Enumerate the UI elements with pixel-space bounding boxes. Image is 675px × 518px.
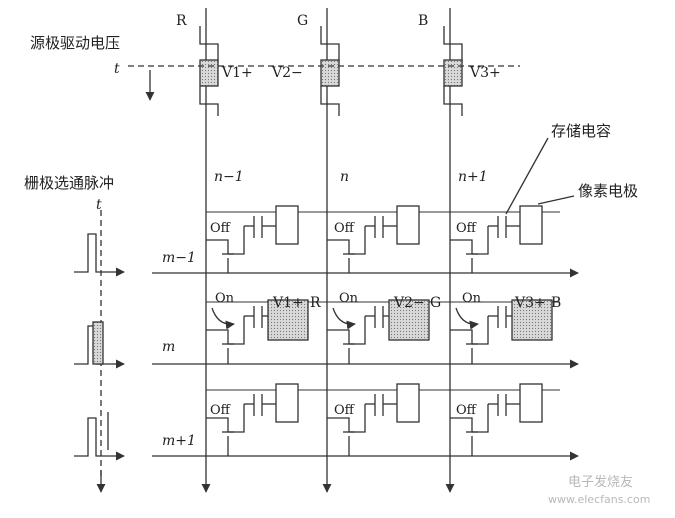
on-arrow (332, 307, 356, 330)
pixel-electrode (275, 383, 299, 423)
tft-drain-wire (472, 226, 489, 255)
state-off-label: Off (210, 403, 230, 418)
storage-capacitor-callout: 存储电容 (551, 122, 612, 140)
state-off-label: Off (334, 403, 354, 418)
state-off-label: Off (456, 403, 476, 418)
pixel-cell (206, 299, 309, 364)
row-m-label: m (162, 339, 176, 355)
pixel-cell (450, 383, 543, 456)
pixel-cell (450, 299, 553, 364)
source-waveform-1 (199, 26, 219, 63)
tft-drain-wire (228, 404, 245, 433)
pixel-cell (327, 299, 430, 364)
state-off-label: Off (210, 221, 230, 236)
state-off-label: Off (456, 221, 476, 236)
state-off-label: Off (334, 221, 354, 236)
pixel-channel-g: G (430, 295, 442, 311)
tft-source-wire (450, 417, 473, 432)
pixel-channel-r: R (310, 295, 321, 311)
channel-b-label: B (418, 13, 429, 29)
gate-pulse-3 (74, 417, 112, 457)
pixel-electrode-active (511, 299, 553, 341)
pixel-electrode (275, 205, 299, 245)
tft-drain-wire (349, 404, 366, 433)
column-n-plus-1-label: n+1 (458, 169, 488, 185)
pixel-value-v2: V2− (394, 295, 425, 311)
tft-source-wire (206, 239, 229, 254)
tft-source-wire (206, 417, 229, 432)
pixel-cell (206, 205, 299, 273)
time-label: t (114, 61, 120, 77)
on-arrow (455, 307, 479, 330)
gate-pulse-active (92, 321, 104, 365)
source-pulse-1 (199, 59, 219, 87)
source-pulse-2 (320, 59, 340, 87)
column-n-label: n (340, 169, 350, 185)
pixel-electrode (396, 205, 420, 245)
tft-source-wire (327, 417, 350, 432)
voltage-v2-label: V2− (272, 65, 303, 81)
pixel-value-v1: V1+ (273, 295, 304, 311)
row-m-minus-1-label: m−1 (162, 250, 196, 266)
tft-drain-wire (349, 316, 366, 345)
tft-source-wire (327, 329, 350, 344)
source-waveform-3 (443, 26, 463, 63)
pixel-cell (327, 383, 420, 456)
source-waveform-tail-3 (443, 86, 463, 116)
pixel-cell (327, 205, 420, 273)
voltage-v1-label: V1+ (222, 65, 253, 81)
on-arrow (211, 307, 235, 330)
state-on-label: On (339, 291, 359, 306)
tft-drain-wire (472, 316, 489, 345)
source-waveform-tail-1 (199, 86, 219, 116)
source-waveform-2 (320, 26, 340, 63)
tft-drain-wire (228, 226, 245, 255)
watermark-text: 电子发烧友 (568, 475, 634, 490)
pixel-electrode-active (388, 299, 430, 341)
tft-drain-wire (228, 316, 245, 345)
state-on-label: On (215, 291, 235, 306)
pixel-electrode-callout: 像素电极 (578, 182, 639, 200)
tft-source-wire (327, 239, 350, 254)
gate-pulse-1 (74, 233, 112, 273)
channel-g-label: G (297, 13, 309, 29)
source-waveform-tail-2 (320, 86, 340, 116)
tft-source-wire (450, 329, 473, 344)
watermark-url: www.elecfans.com (548, 493, 651, 506)
tft-drain-wire (349, 226, 366, 255)
gate-time-label: t (96, 197, 102, 213)
pixel-electrode (396, 383, 420, 423)
capacitor-callout-leader (505, 137, 549, 215)
gate-pulse-title: 栅极选通脉冲 (24, 174, 115, 192)
pixel-electrode-active (267, 299, 309, 341)
pixel-cell (450, 205, 543, 273)
pixel-cell (206, 383, 299, 456)
column-n-minus-1-label: n−1 (214, 169, 244, 185)
tft-drain-wire (472, 404, 489, 433)
tft-source-wire (206, 329, 229, 344)
pixel-electrode (519, 383, 543, 423)
row-m-plus-1-label: m+1 (162, 433, 196, 449)
electrode-callout-leader (537, 195, 575, 205)
state-on-label: On (462, 291, 482, 306)
source-voltage-title: 源极驱动电压 (30, 34, 121, 52)
voltage-v3-label: V3+ (470, 65, 501, 81)
pixel-channel-b: B (551, 295, 562, 311)
tft-source-wire (450, 239, 473, 254)
source-pulse-3 (443, 59, 463, 87)
pixel-electrode (519, 205, 543, 245)
pixel-value-v3: V3+ (515, 295, 546, 311)
channel-r-label: R (176, 13, 187, 29)
